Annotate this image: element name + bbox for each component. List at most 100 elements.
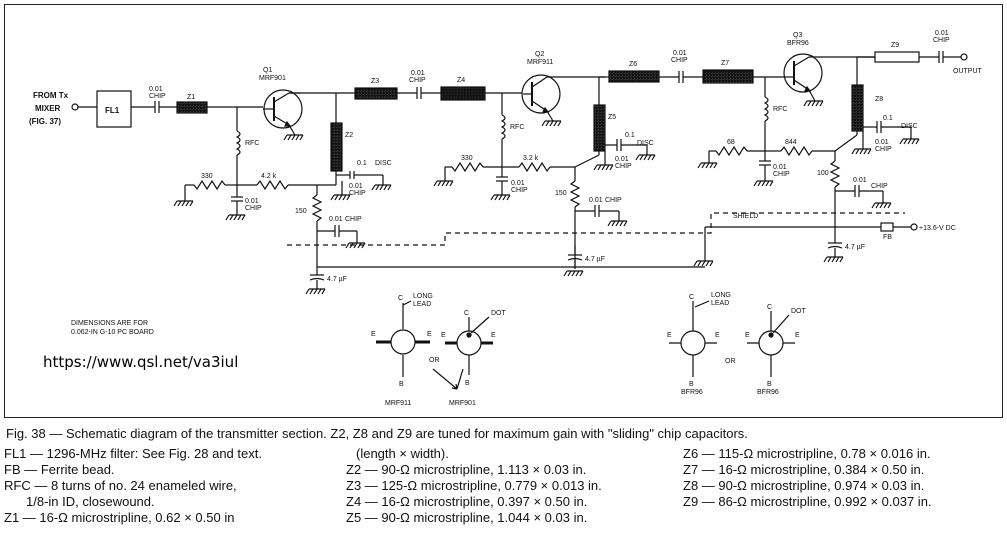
svg-text:4.7 µF: 4.7 µF bbox=[585, 256, 605, 263]
svg-text:E: E bbox=[491, 332, 496, 339]
svg-text:0.01: 0.01 bbox=[673, 50, 687, 57]
svg-text:E: E bbox=[427, 331, 432, 338]
svg-text:Z9: Z9 bbox=[891, 42, 899, 49]
svg-text:Z6: Z6 bbox=[629, 61, 637, 68]
shield-line bbox=[287, 212, 905, 246]
stripline-z3 bbox=[354, 87, 398, 100]
svg-text:DISC: DISC bbox=[637, 140, 654, 147]
legend-col-1: FL1 — 1296-MHz filter: See Fig. 28 and t… bbox=[4, 446, 262, 526]
svg-text:0.01: 0.01 bbox=[773, 164, 787, 171]
svg-text:BFR96: BFR96 bbox=[681, 389, 703, 396]
svg-text:0.01: 0.01 bbox=[511, 180, 525, 187]
svg-text:0.01: 0.01 bbox=[329, 216, 343, 223]
legend-line: Z5 — 90-Ω microstripline, 1.044 × 0.03 i… bbox=[346, 510, 588, 525]
svg-text:LONG: LONG bbox=[413, 293, 433, 300]
legend-col-3: Z6 — 115-Ω microstripline, 0.78 × 0.016 … bbox=[683, 446, 932, 510]
q1-ref: Q1 bbox=[263, 67, 272, 74]
source-label-2: MIXER bbox=[35, 104, 61, 113]
svg-text:0.1: 0.1 bbox=[625, 132, 635, 139]
svg-text:C: C bbox=[689, 294, 694, 301]
svg-text:3.2 k: 3.2 k bbox=[523, 155, 539, 162]
svg-text:LEAD: LEAD bbox=[413, 301, 431, 308]
svg-text:0.01: 0.01 bbox=[875, 139, 889, 146]
svg-text:CHIP: CHIP bbox=[671, 57, 688, 64]
dimensions-note-2: 0.062-IN G-10 PC BOARD bbox=[71, 329, 154, 336]
svg-text:Z5: Z5 bbox=[608, 114, 616, 121]
shield-label: SHIELD bbox=[733, 213, 758, 220]
stripline-z7 bbox=[702, 69, 754, 84]
legend-line: FB — Ferrite bead. bbox=[4, 462, 115, 477]
svg-text:DOT: DOT bbox=[791, 308, 807, 315]
svg-text:RFC: RFC bbox=[773, 106, 787, 113]
legend-line: 1/8-in ID, closewound. bbox=[26, 494, 155, 509]
legend-line: Z2 — 90-Ω microstripline, 1.113 × 0.03 i… bbox=[346, 462, 587, 477]
q3-ref: Q3 bbox=[793, 32, 802, 39]
legend-line: (length × width). bbox=[356, 446, 449, 461]
svg-text:Z1: Z1 bbox=[187, 94, 195, 101]
svg-text:4.2 k: 4.2 k bbox=[261, 173, 277, 180]
svg-text:MRF911: MRF911 bbox=[385, 400, 411, 407]
input-terminal bbox=[71, 103, 79, 111]
svg-text:B: B bbox=[465, 380, 470, 387]
svg-text:330: 330 bbox=[201, 173, 213, 180]
stripline-z9 bbox=[874, 51, 920, 63]
legend-line: Z4 — 16-Ω microstripline, 0.397 × 0.50 i… bbox=[346, 494, 588, 509]
supply-label: +13.6-V DC bbox=[919, 225, 956, 232]
svg-text:Z7: Z7 bbox=[721, 60, 729, 67]
svg-text:4.7 µF: 4.7 µF bbox=[327, 276, 347, 283]
svg-text:0.01: 0.01 bbox=[853, 177, 867, 184]
svg-text:0.1: 0.1 bbox=[357, 160, 367, 167]
figure-caption: Fig. 38 — Schematic diagram of the trans… bbox=[6, 426, 748, 441]
or-label-1: OR bbox=[429, 357, 440, 364]
stripline-z4 bbox=[440, 86, 486, 101]
output-terminal bbox=[960, 53, 968, 61]
svg-text:BFR96: BFR96 bbox=[757, 389, 779, 396]
svg-text:LONG: LONG bbox=[711, 292, 731, 299]
or-label-2: OR bbox=[725, 358, 736, 365]
pinout-bfr96-dot: C E E B DOT BFR96 bbox=[745, 304, 807, 396]
svg-text:B: B bbox=[767, 381, 772, 388]
svg-text:RFC: RFC bbox=[245, 140, 259, 147]
svg-text:FB: FB bbox=[883, 234, 892, 241]
supply-terminal bbox=[910, 223, 918, 231]
svg-text:CHIP: CHIP bbox=[245, 205, 262, 212]
source-url: https://www.qsl.net/va3iul bbox=[43, 353, 238, 371]
q1-part: MRF901 bbox=[259, 75, 286, 82]
svg-text:68: 68 bbox=[727, 139, 735, 146]
filter-box bbox=[96, 90, 132, 128]
svg-text:E: E bbox=[745, 332, 750, 339]
legend-line: Z8 — 90-Ω microstripline, 0.974 × 0.03 i… bbox=[683, 478, 925, 493]
svg-text:E: E bbox=[795, 332, 800, 339]
svg-text:CHIP: CHIP bbox=[605, 197, 622, 204]
q3-part: BFR96 bbox=[787, 40, 809, 47]
schematic-diagram: FROM Tx MIXER (FIG. 37) FL1 0.01 CHIP Z1… bbox=[4, 4, 1003, 418]
svg-text:CHIP: CHIP bbox=[511, 187, 528, 194]
legend-col-2: (length × width). Z2 — 90-Ω microstripli… bbox=[346, 446, 602, 526]
svg-text:CHIP: CHIP bbox=[615, 163, 632, 170]
q2-ref: Q2 bbox=[535, 51, 544, 58]
source-label-3: (FIG. 37) bbox=[29, 117, 61, 126]
dimensions-note-1: DIMENSIONS ARE FOR bbox=[71, 320, 148, 327]
svg-text:0.01: 0.01 bbox=[589, 197, 603, 204]
svg-text:C: C bbox=[398, 295, 403, 302]
svg-text:CHIP: CHIP bbox=[409, 77, 426, 84]
svg-text:CHIP: CHIP bbox=[933, 37, 950, 44]
svg-text:B: B bbox=[689, 381, 694, 388]
svg-text:844: 844 bbox=[785, 139, 797, 146]
svg-text:Z8: Z8 bbox=[875, 96, 883, 103]
svg-text:RFC: RFC bbox=[510, 124, 524, 131]
svg-text:4.7 µF: 4.7 µF bbox=[845, 244, 865, 251]
pinout-bfr96-long-lead: C E E B LONG LEAD BFR96 bbox=[667, 292, 731, 396]
svg-text:CHIP: CHIP bbox=[875, 146, 892, 153]
svg-text:E: E bbox=[667, 332, 672, 339]
legend-line: Z6 — 115-Ω microstripline, 0.78 × 0.016 … bbox=[683, 446, 931, 461]
svg-text:0.01: 0.01 bbox=[349, 183, 363, 190]
output-label: OUTPUT bbox=[953, 68, 983, 75]
svg-text:100: 100 bbox=[817, 170, 829, 177]
svg-text:CHIP: CHIP bbox=[871, 183, 888, 190]
svg-text:0.01: 0.01 bbox=[149, 86, 163, 93]
svg-text:LEAD: LEAD bbox=[711, 300, 729, 307]
legend-line: Z7 — 16-Ω microstripline, 0.384 × 0.50 i… bbox=[683, 462, 925, 477]
svg-text:CHIP: CHIP bbox=[149, 93, 166, 100]
svg-text:CHIP: CHIP bbox=[345, 216, 362, 223]
